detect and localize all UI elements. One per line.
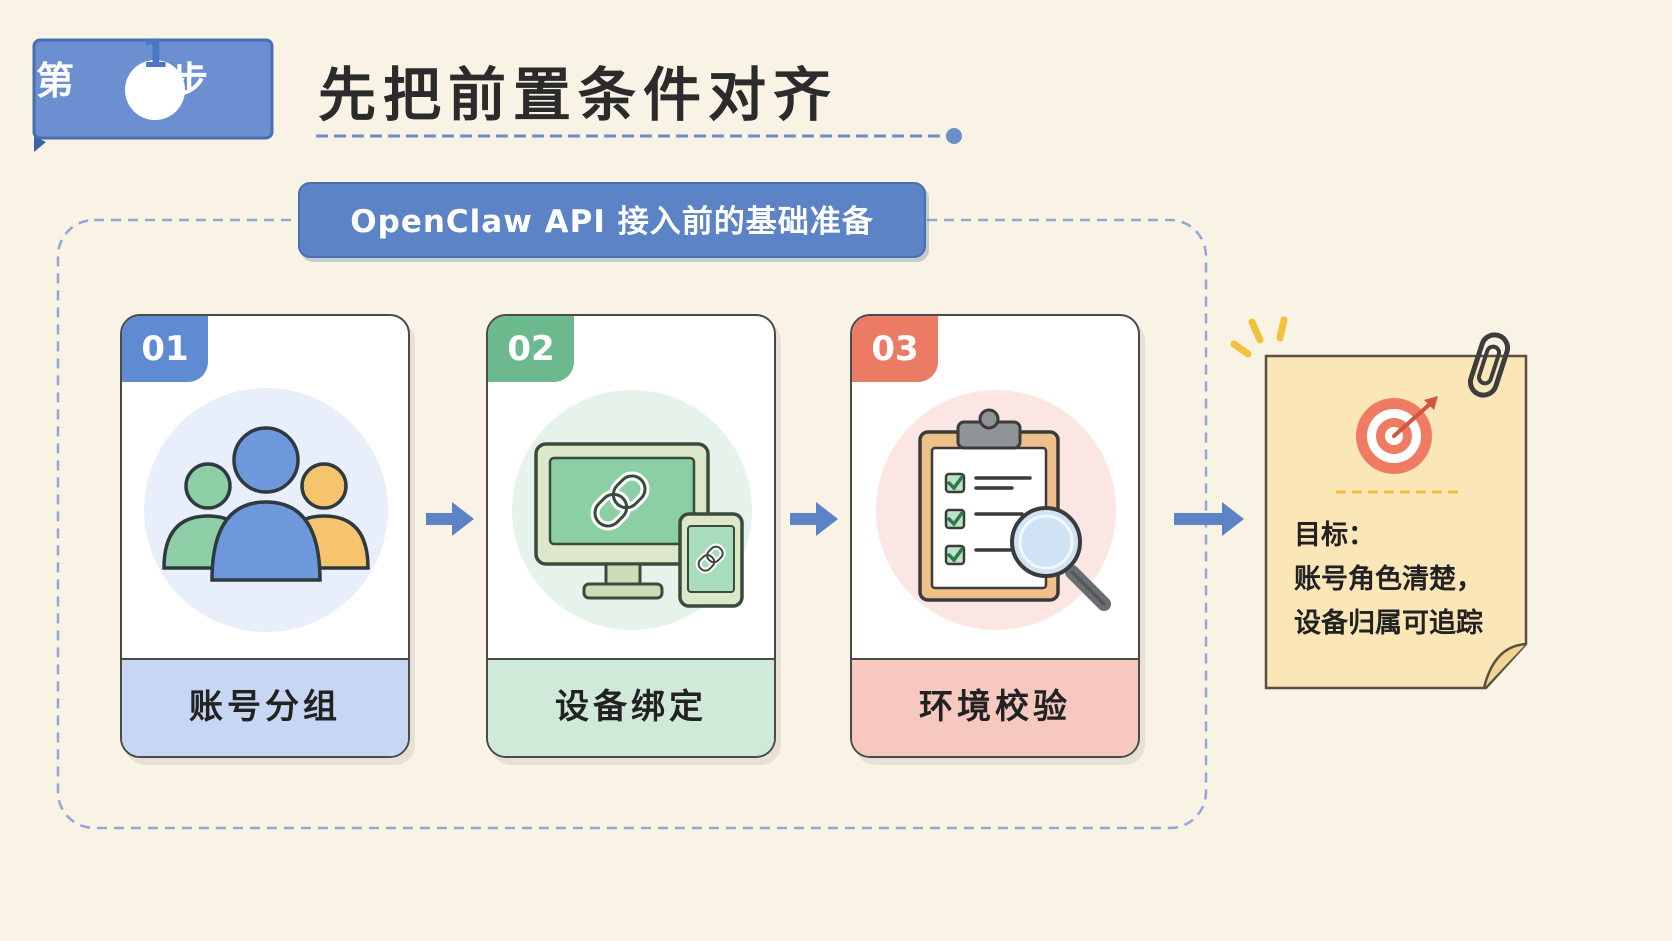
- arrow-right-icon: [426, 502, 474, 536]
- goal-text: 目标： 账号角色清楚， 设备归属可追踪: [1294, 514, 1534, 646]
- arrow-right-icon: [1174, 502, 1244, 536]
- page-title: 先把前置条件对齐: [318, 61, 839, 129]
- goal-heading: 目标：: [1294, 520, 1375, 551]
- step-suffix: 步: [170, 59, 209, 103]
- device-link-icon: [512, 390, 752, 630]
- step-prefix: 第: [36, 59, 75, 103]
- user-group-icon: [144, 388, 388, 632]
- clipboard-check-icon: [876, 390, 1116, 630]
- goal-line-2: 设备归属可追踪: [1294, 608, 1483, 639]
- card-number: 02: [488, 316, 574, 382]
- step-badge: [32, 38, 274, 152]
- step-number: 1: [141, 32, 169, 76]
- card-label: 设备绑定: [488, 658, 774, 756]
- target-icon: [1356, 396, 1438, 474]
- step-card-environment-check: 03 环境校验: [850, 314, 1140, 758]
- card-label: 环境校验: [852, 658, 1138, 756]
- card-number: 03: [852, 316, 938, 382]
- card-number: 01: [122, 316, 208, 382]
- arrow-right-icon: [790, 502, 838, 536]
- subtitle-banner: OpenClaw API 接入前的基础准备: [298, 182, 926, 258]
- step-card-account-group: 01 账号分组: [120, 314, 410, 758]
- goal-line-1: 账号角色清楚，: [1294, 564, 1483, 595]
- title-underline: [316, 128, 962, 144]
- card-label: 账号分组: [122, 658, 408, 756]
- step-card-device-binding: 02 设备绑定: [486, 314, 776, 758]
- goal-note: [1230, 316, 1528, 690]
